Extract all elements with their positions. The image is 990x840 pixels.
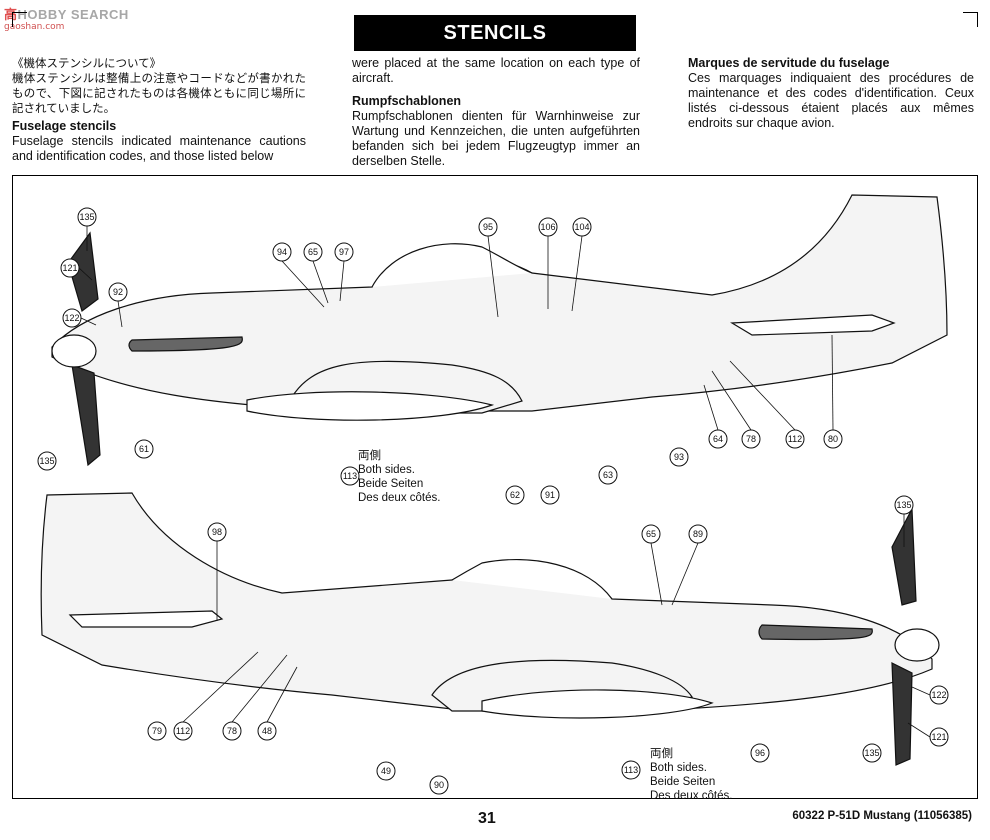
callout-135-b: 135 — [39, 456, 54, 466]
watermark-text: HOBBY SEARCH — [17, 7, 129, 22]
en-heading: Fuselage stencils — [12, 119, 117, 133]
both-sides-jp: 両側 — [358, 448, 381, 462]
callout-122-b: 122 — [931, 690, 946, 700]
callout-90: 90 — [434, 780, 444, 790]
callout-104: 104 — [574, 222, 589, 232]
jp-body: 機体ステンシルは整備上の注意やコードなどが書かれたもので、下図に記されたものは各… — [12, 71, 306, 115]
both-sides-note-bottom: 両側 Both sides. Beide Seiten Des deux côt… — [650, 746, 732, 803]
callout-numbers-top: 135 121 92 122 61 135 94 65 97 95 106 10… — [39, 212, 838, 500]
page-number: 31 — [478, 810, 496, 827]
leader-lines — [78, 226, 931, 738]
callout-80: 80 — [828, 434, 838, 444]
callout-62: 62 — [510, 490, 520, 500]
column-english-german: were placed at the same location on each… — [352, 56, 640, 169]
callout-92: 92 — [113, 287, 123, 297]
both-sides-fr: Des deux côtés. — [650, 790, 733, 802]
column-french: Marques de servitude du fuselage Ces mar… — [688, 56, 974, 131]
callout-135-a: 135 — [79, 212, 94, 222]
jp-heading: 《機体ステンシルについて》 — [12, 56, 162, 70]
de-body: Rumpfschablonen dienten für Warnhinweise… — [352, 109, 640, 168]
callout-49: 49 — [381, 766, 391, 776]
callout-96: 96 — [755, 748, 765, 758]
both-sides-de: Beide Seiten — [358, 478, 424, 490]
callout-112-b: 112 — [176, 726, 190, 736]
fr-body: Ces marquages indiquaient des procédures… — [688, 71, 974, 130]
callout-64: 64 — [713, 434, 723, 444]
callout-93: 93 — [674, 452, 684, 462]
callout-97: 97 — [339, 247, 349, 257]
callout-65-b: 65 — [646, 529, 656, 539]
both-sides-note-top: 両側 Both sides. Beide Seiten Des deux côt… — [358, 448, 440, 505]
both-sides-en: Both sides. — [358, 464, 415, 476]
watermark-sub: gaoshan.com — [4, 22, 65, 32]
callout-61: 61 — [139, 444, 149, 454]
callout-markers-top — [37, 207, 843, 505]
callout-135-d: 135 — [864, 748, 879, 758]
callout-121-b: 121 — [931, 732, 946, 742]
de-heading: Rumpfschablonen — [352, 94, 462, 108]
en-body: Fuselage stencils indicated maintenance … — [12, 134, 306, 163]
both-sides-de: Beide Seiten — [650, 776, 716, 788]
watermark: 高HOBBY SEARCH — [4, 4, 129, 23]
callout-135-c: 135 — [896, 500, 911, 510]
callout-113-b: 113 — [624, 765, 638, 775]
aircraft-left-side — [51, 194, 948, 467]
callout-95: 95 — [483, 222, 493, 232]
callout-106: 106 — [540, 222, 555, 232]
callout-94: 94 — [277, 247, 287, 257]
callout-78-b: 78 — [227, 726, 237, 736]
product-code: 60322 P-51D Mustang (11056385) — [792, 810, 972, 822]
both-sides-en: Both sides. — [650, 762, 707, 774]
callout-78-a: 78 — [746, 434, 756, 444]
column-japanese-english: 《機体ステンシルについて》 機体ステンシルは整備上の注意やコードなどが書かれたも… — [12, 56, 306, 164]
callout-112-a: 112 — [788, 434, 802, 444]
en-continuation: were placed at the same location on each… — [352, 56, 640, 85]
both-sides-jp: 両側 — [650, 746, 673, 760]
callout-65-a: 65 — [308, 247, 318, 257]
callout-98: 98 — [212, 527, 222, 537]
both-sides-fr: Des deux côtés. — [358, 492, 441, 504]
corner-mark-left — [12, 12, 27, 27]
callout-79: 79 — [152, 726, 162, 736]
callout-numbers-bottom: 98 79 112 78 48 49 90 65 89 113 96 135 1… — [152, 500, 947, 790]
callout-48: 48 — [262, 726, 272, 736]
callout-91: 91 — [545, 490, 555, 500]
callout-122-a: 122 — [64, 313, 79, 323]
callout-63: 63 — [603, 470, 613, 480]
page-title: STENCILS — [354, 15, 636, 51]
callout-121-a: 121 — [62, 263, 77, 273]
diagram-frame — [12, 175, 978, 799]
corner-mark-right — [963, 12, 978, 27]
callout-89: 89 — [693, 529, 703, 539]
aircraft-right-side — [40, 492, 940, 766]
stencil-diagram: 135 121 92 122 61 135 94 65 97 95 106 10… — [37, 194, 949, 795]
fr-heading: Marques de servitude du fuselage — [688, 56, 890, 70]
watermark-prefix: 高 — [4, 7, 18, 22]
callout-113-a: 113 — [343, 471, 357, 481]
